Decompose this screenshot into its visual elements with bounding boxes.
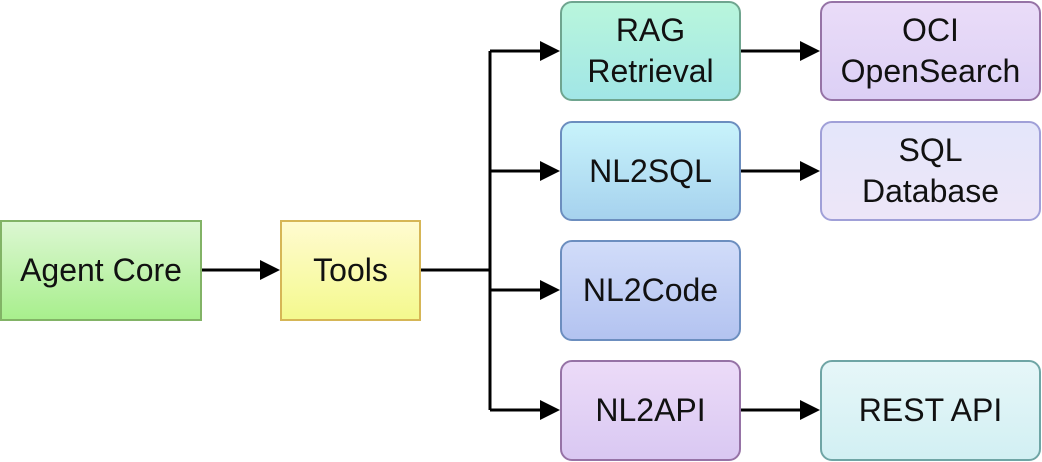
node-tools: Tools [280,220,421,321]
arrowhead-rag [540,41,560,61]
arrowhead-restapi [800,400,820,420]
arrowhead-opensearch [800,41,820,61]
arrowhead-nl2api [540,400,560,420]
node-nl2code: NL2Code [560,240,741,341]
arrowhead-nl2sql [540,161,560,181]
node-agent-core: Agent Core [0,220,202,321]
node-nl2api: NL2API [560,360,741,461]
arrowhead-tools [260,260,280,280]
node-rest-api: REST API [820,360,1041,461]
arrowhead-sqldb [800,161,820,181]
edge-tools-trunk [421,51,492,410]
node-rag-retrieval: RAG Retrieval [560,1,741,101]
node-oci-opensearch: OCI OpenSearch [820,1,1041,101]
node-nl2sql: NL2SQL [560,121,741,221]
node-sql-database: SQL Database [820,121,1041,221]
arrowhead-nl2code [540,280,560,300]
